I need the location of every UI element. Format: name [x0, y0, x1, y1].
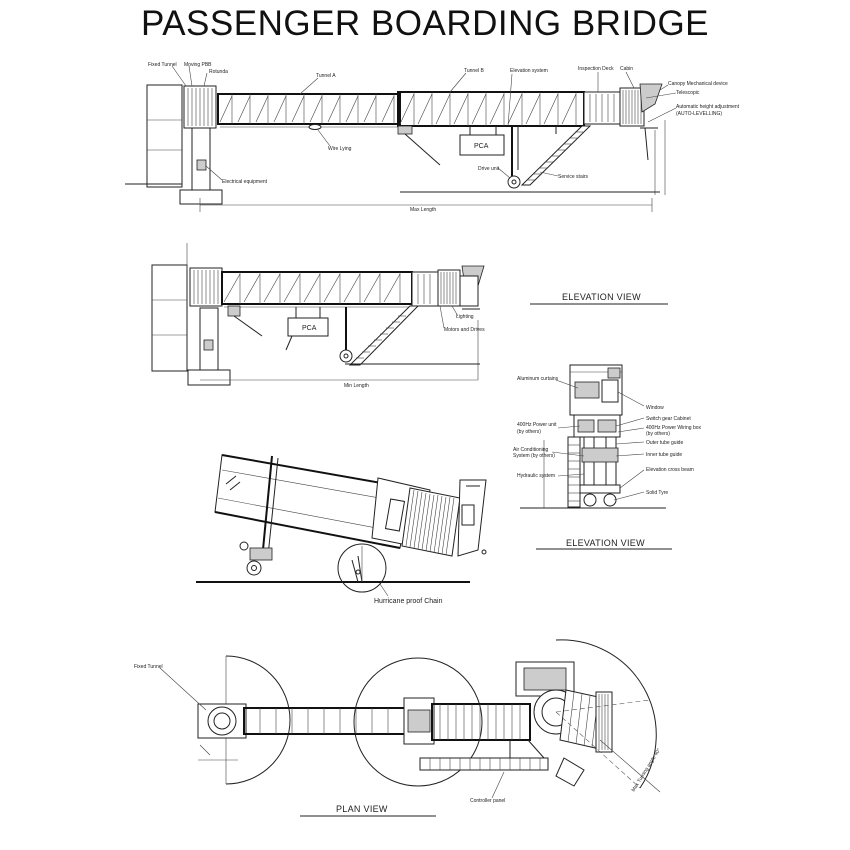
service-stairs-mid [348, 305, 420, 366]
drive-swing-arc-right [417, 657, 483, 787]
rotunda-footing-mid [187, 369, 231, 386]
label-outer-tube: Outer tube guide [646, 440, 683, 446]
drive-wheel-top [507, 175, 521, 189]
label-service-stairs: Service stairs [558, 174, 589, 180]
label-hydraulic: Hydraulic system [517, 473, 555, 479]
label-400hz-box-sub: (by others) [646, 431, 670, 437]
label-aluminum-curtains: Aluminum curtains [517, 376, 559, 382]
label-inspection-deck: Inspection Deck [578, 66, 614, 72]
section-tyre-left [583, 493, 597, 507]
label-hurricane-chain: Hurricane proof Chain [374, 598, 443, 605]
label-lighting: Lighting [456, 314, 474, 320]
label-elevation-system: Elevation system [510, 68, 548, 74]
plan-bellows [595, 691, 613, 753]
terminal-wall-mid [151, 264, 188, 372]
inclined-bellows [401, 487, 461, 557]
elevation-max-length: PCA [125, 62, 740, 213]
cabin-mid [411, 271, 439, 307]
section-switch-gear [597, 419, 617, 433]
label-max-turning-angle: Max Turning angle 40° [631, 747, 663, 793]
section-curtains [574, 381, 600, 399]
elevation-view-title-2: ELEVATION VIEW [566, 538, 645, 548]
plan-control-panel-box [555, 757, 585, 787]
section-tyre-right [603, 493, 617, 507]
label-fixed-tunnel-top: Fixed Tunnel [148, 62, 177, 68]
section-power-unit [577, 419, 595, 433]
label-wire-lying: Wire Lying [328, 146, 352, 152]
plan-service-stairs [419, 757, 549, 771]
chain-detail-circle [337, 543, 387, 593]
label-telescopic: Telescopic [676, 90, 700, 96]
elevation-min-length: PCA Min [151, 243, 668, 389]
plan-tunnel-b [431, 703, 531, 741]
pca-unit-top [459, 134, 505, 156]
label-tunnel-b: Tunnel B [464, 68, 484, 74]
label-elev-cross-beam: Elevation cross beam [646, 467, 694, 473]
max-length-label: Max Length [410, 207, 436, 213]
hurricane-detail: Hurricane proof Chain [196, 454, 487, 605]
rotunda-column-mid [199, 307, 219, 371]
label-fixed-tunnel-plan: Fixed Tunnel [134, 664, 163, 670]
label-cabin: Cabin [620, 66, 633, 72]
label-rotunda: Rotunda [209, 69, 228, 75]
canopy-top [639, 83, 663, 113]
plan-view-title: PLAN VIEW [336, 804, 388, 814]
label-400hz-box: 400Hz Power Wiring box [646, 425, 702, 431]
service-stairs-top [520, 125, 592, 186]
label-tunnel-a: Tunnel A [316, 73, 336, 79]
pca-unit-mid [287, 317, 329, 337]
pca-label-top: PCA [474, 143, 489, 150]
section-service-stairs [567, 436, 581, 508]
rotunda-swing-arc [225, 655, 291, 785]
plan-rotunda [207, 706, 237, 736]
label-canopy: Canopy Mechanical device [668, 81, 728, 87]
drive-swing-arc-left [353, 657, 419, 787]
section-cross-beam [579, 484, 621, 494]
tunnel-a [217, 93, 401, 125]
label-solid-tyre: Solid Tyre [646, 490, 668, 496]
label-electrical: Electrical equipment [222, 179, 268, 185]
cabin-door-mid [459, 275, 479, 307]
drive-wheel-mid [339, 349, 353, 363]
diagram-title: PASSENGER BOARDING BRIDGE [140, 4, 710, 43]
inclined-wheel [246, 560, 262, 576]
label-400hz-unit-sub: (by others) [517, 429, 541, 435]
tunnel-mid [221, 271, 413, 305]
rotunda-column [191, 127, 211, 191]
cabin-section: Aluminum curtains Window Switch gear Cab… [513, 364, 702, 550]
section-window [601, 379, 619, 403]
plan-view: Fixed Tunnel Controller panel Max Turnin… [134, 639, 663, 817]
rotunda-footing [179, 189, 223, 205]
label-400hz-unit: 400Hz Power unit [517, 422, 557, 428]
min-length-label: Min Length [344, 383, 369, 389]
elevation-view-title-1: ELEVATION VIEW [562, 292, 641, 302]
cabin-swing-arc [555, 639, 657, 789]
label-air-cond: Air Conditioning [513, 447, 549, 453]
pca-label-mid: PCA [302, 325, 317, 332]
label-controller-panel: Controller panel [470, 798, 505, 804]
label-auto-height: Automatic height adjustment [676, 104, 740, 110]
label-inner-tube: Inner tube guide [646, 452, 682, 458]
label-auto-levelling: (AUTO-LEVELLING) [676, 111, 722, 117]
tunnel-b [397, 91, 585, 127]
label-moving-pbb: Moving PBB [184, 62, 212, 68]
terminal-wall [146, 84, 183, 188]
label-drive-unit: Drive unit [478, 166, 500, 172]
label-motors: Motors and Drives [444, 327, 485, 333]
label-air-cond-sub: System (by others) [513, 453, 555, 459]
plan-tunnel-a [243, 707, 409, 735]
label-window: Window [646, 405, 664, 411]
label-switch-gear: Switch gear Cabinet [646, 416, 691, 422]
